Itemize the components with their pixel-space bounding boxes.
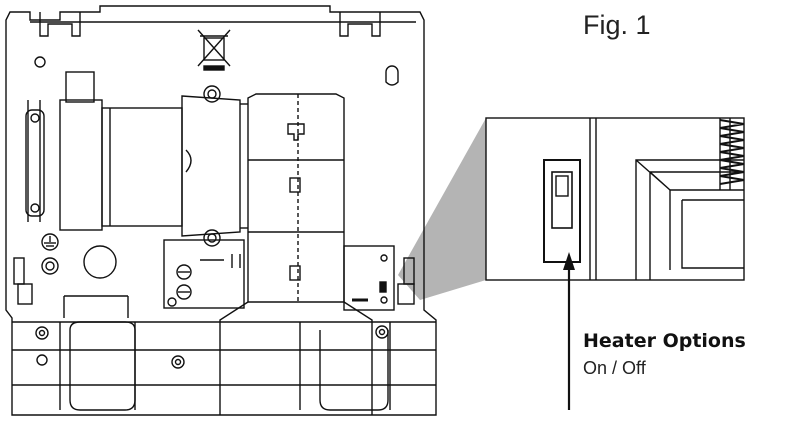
- keyhole-slot: [385, 65, 399, 86]
- heater-switch: [543, 159, 581, 263]
- wheelie-bin-crossed-icon: [197, 29, 231, 71]
- callout-subtitle: On / Off: [583, 358, 646, 378]
- ground-symbol-icon: [41, 233, 59, 251]
- terminal-block: [163, 239, 245, 309]
- callout-arrowhead: [563, 252, 575, 270]
- zoom-wedge: [398, 118, 486, 300]
- magnified-inset: [485, 117, 745, 281]
- callout-title: Heater Options: [583, 330, 746, 352]
- housing-outline: [5, 5, 437, 416]
- figure-label: Fig. 1: [583, 10, 651, 40]
